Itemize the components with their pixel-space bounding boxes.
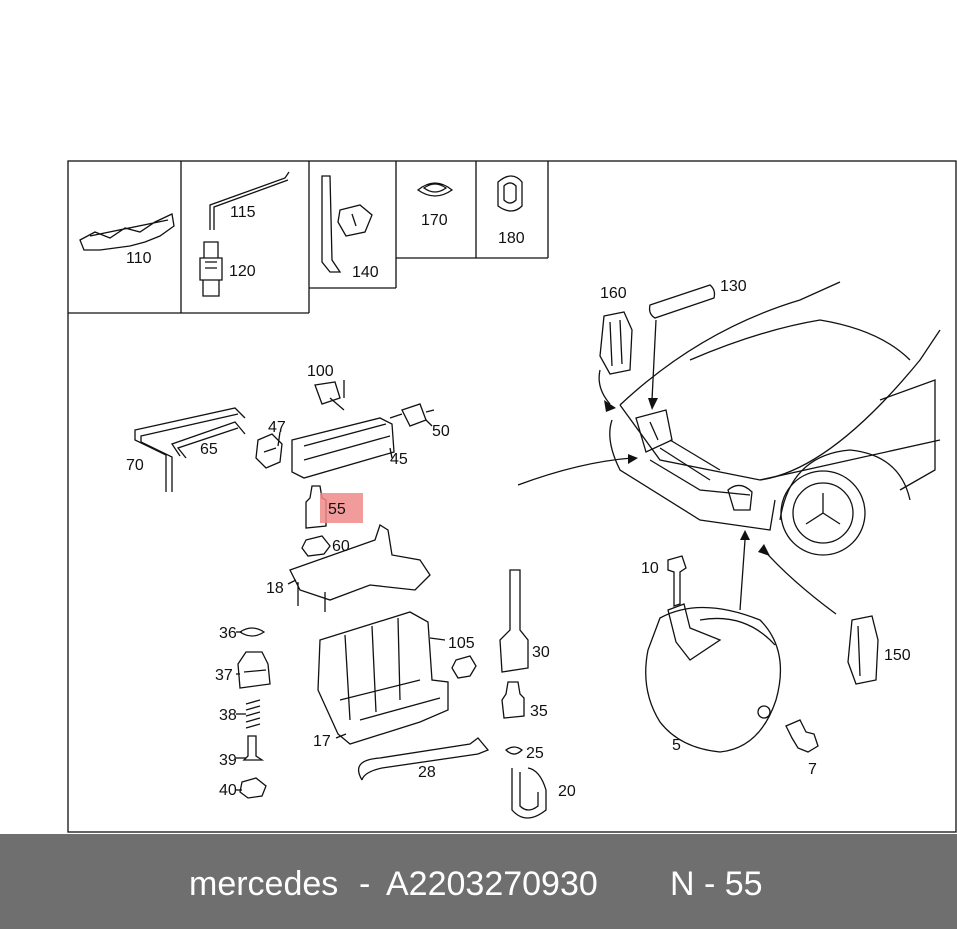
tank-5-drawing <box>645 603 782 753</box>
label-7: 7 <box>808 761 817 778</box>
bracket-18-drawing <box>289 524 431 612</box>
label-100: 100 <box>307 363 334 380</box>
nut-105-drawing <box>451 655 477 679</box>
washer-36-drawing <box>238 627 266 637</box>
filter-35-drawing <box>501 681 525 719</box>
inset-boxes <box>68 161 549 314</box>
label-25: 25 <box>526 745 544 762</box>
label-18: 18 <box>266 580 284 597</box>
valve-block-45-drawing <box>291 417 395 479</box>
label-160: 160 <box>600 285 627 302</box>
sleeve-130-drawing <box>648 284 716 319</box>
grommet-180-drawing <box>497 175 523 212</box>
sensor-150-drawing <box>847 615 879 685</box>
bolt-7-drawing <box>785 719 819 753</box>
label-170: 170 <box>421 212 448 229</box>
label-47: 47 <box>268 419 286 436</box>
label-5: 5 <box>672 737 681 754</box>
bolt-10-drawing <box>667 555 687 607</box>
label-60: 60 <box>332 538 350 555</box>
label-35: 35 <box>530 703 548 720</box>
diagram-frame <box>67 160 957 833</box>
clamp-25-drawing <box>505 746 523 755</box>
sensor-55-drawing <box>305 485 327 529</box>
mount-37-drawing <box>237 651 271 689</box>
leader-lines <box>236 380 446 791</box>
highlight-55 <box>320 493 363 523</box>
position-text: N - 55 <box>670 865 763 903</box>
bracket-110-drawing <box>79 213 175 251</box>
brand-name: mercedes <box>189 865 339 903</box>
nut-60-drawing <box>301 535 331 557</box>
fitting-120-drawing <box>199 241 223 297</box>
spring-38-drawing <box>245 699 261 729</box>
line-65-drawing <box>170 421 246 459</box>
label-65: 65 <box>200 441 218 458</box>
parts-diagram: 110 115 120 140 170 180 160 130 100 47 5… <box>67 160 957 833</box>
nut-40-drawing <box>239 777 267 799</box>
label-17: 17 <box>313 733 331 750</box>
arrows <box>517 319 837 615</box>
line-28-drawing <box>357 737 490 781</box>
part-labels: 110 115 120 140 170 180 160 130 100 47 5… <box>126 204 911 800</box>
label-120: 120 <box>229 263 256 280</box>
valve-50-drawing <box>389 403 435 427</box>
line-115-drawing <box>209 171 290 230</box>
tank-5-port <box>757 705 771 719</box>
label-70: 70 <box>126 457 144 474</box>
label-10: 10 <box>641 560 659 577</box>
label-39: 39 <box>219 752 237 769</box>
filter-30-drawing <box>499 569 529 673</box>
part-number: A2203270930 <box>386 865 598 903</box>
compressor-17-drawing <box>317 611 449 745</box>
label-20: 20 <box>558 783 576 800</box>
separator: - <box>359 865 371 903</box>
label-55: 55 <box>328 501 346 518</box>
label-36: 36 <box>219 625 237 642</box>
label-115: 115 <box>230 204 256 221</box>
grommet-170-drawing <box>416 182 454 197</box>
label-28: 28 <box>418 764 436 781</box>
line-70-drawing <box>134 407 246 492</box>
vehicle-outline <box>609 281 941 556</box>
label-105: 105 <box>448 635 475 652</box>
bolt-100-drawing <box>314 381 345 411</box>
label-110: 110 <box>126 250 152 267</box>
bracket-front-drawing <box>635 409 673 453</box>
label-140: 140 <box>352 264 379 281</box>
sensor-160-drawing <box>599 311 633 375</box>
bumper-sensor-drawing <box>727 484 753 511</box>
nut-47-drawing <box>255 433 283 469</box>
label-130: 130 <box>720 278 747 295</box>
label-50: 50 <box>432 423 450 440</box>
label-37: 37 <box>215 667 233 684</box>
label-38: 38 <box>219 707 237 724</box>
hose-20-drawing <box>511 767 547 819</box>
label-45: 45 <box>390 451 408 468</box>
label-150: 150 <box>884 647 911 664</box>
footer-bar: mercedes - A2203270930 N - 55 <box>0 834 957 929</box>
label-30: 30 <box>532 644 550 661</box>
label-180: 180 <box>498 230 525 247</box>
bolt-39-drawing <box>242 735 265 761</box>
clip-140-drawing <box>321 175 373 273</box>
label-40: 40 <box>219 782 237 799</box>
